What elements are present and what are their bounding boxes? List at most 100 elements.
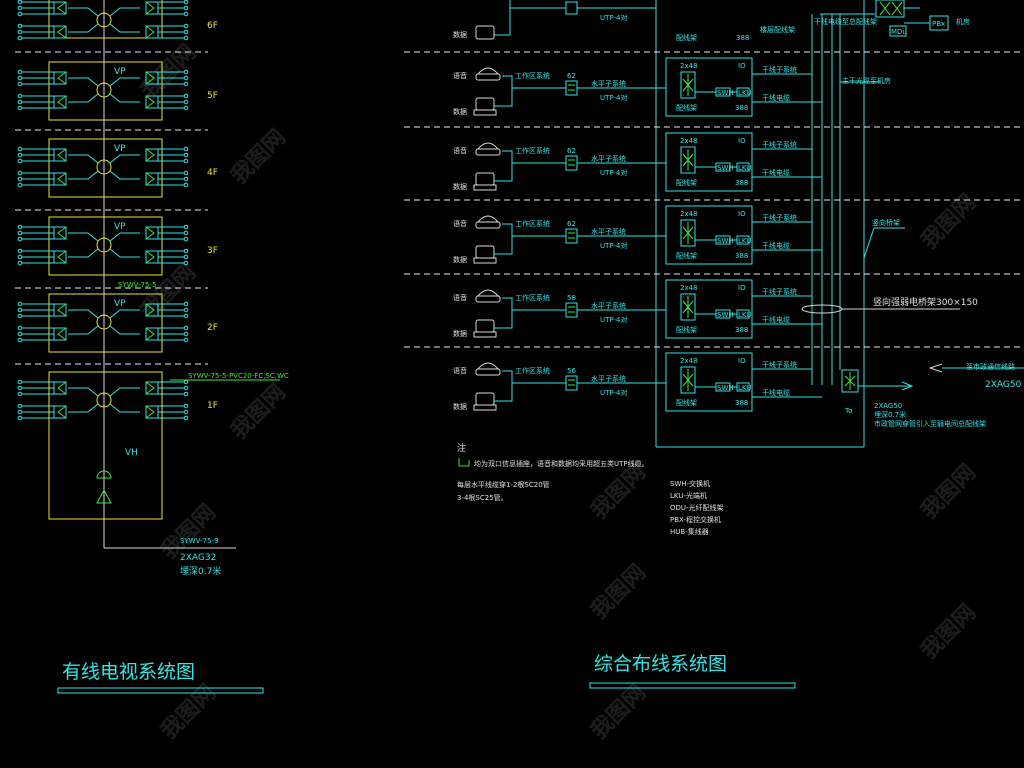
watermark-text: 我图网	[157, 680, 221, 744]
legend-item: SWH-交换机	[670, 479, 710, 488]
incoming-pipe-1: 2XAG32	[180, 553, 216, 563]
horizontal-label: 水平子系统	[591, 301, 626, 310]
panel-2x-label: 2x48	[680, 210, 698, 218]
phone-icon	[476, 215, 500, 223]
amp-box	[48, 293, 163, 353]
hub-label: LKU	[738, 164, 751, 172]
svg-text:数据: 数据	[453, 30, 467, 39]
floor-distributor-box	[665, 279, 753, 339]
floor-label-1f: 1F	[207, 401, 218, 411]
phone-icon	[476, 289, 500, 297]
watermark-text: 我图网	[917, 460, 981, 524]
work-area-label: 工作区系统	[515, 71, 550, 80]
cabling-title-underline	[589, 682, 796, 689]
data-jack-label: 数据	[453, 402, 467, 411]
panel-io-label: IO	[738, 357, 746, 365]
catv-floor-2f: VP 2F	[17, 293, 218, 353]
incoming-pipe: 2XAG50	[985, 380, 1022, 390]
headend-label: VH	[125, 448, 138, 458]
floor-distributor-box	[665, 132, 753, 192]
watermark-text: 我图网	[227, 125, 291, 189]
cable-type-label: UTP-4对	[600, 241, 627, 250]
switch-label: SWH	[717, 311, 734, 319]
top-right-label: 机房	[956, 17, 970, 26]
phone-icon	[476, 67, 500, 75]
splitter-icon	[96, 314, 112, 330]
cable-type-label: UTP-4对	[600, 388, 627, 397]
outlet-count: 62	[567, 72, 576, 80]
incoming-pipe-2: 埋深0.7米	[180, 565, 221, 577]
top-fiber-count: 388	[736, 34, 749, 42]
patch-label: 配线架	[676, 103, 697, 112]
watermark-text: 我图网	[587, 680, 651, 744]
hub-label: LKU	[738, 237, 751, 245]
switch-label: SWH	[717, 384, 734, 392]
legend-item: ODU-光纤配线架	[670, 503, 724, 512]
top-label: 干线电缆至总配线架	[814, 17, 877, 26]
computer-icon	[475, 172, 495, 186]
outlet-box	[565, 228, 578, 244]
note-2: 每层水平线缆穿1-2根SC20管	[457, 480, 550, 489]
main-distribution-frame	[841, 369, 859, 393]
patch-label: 配线架	[676, 178, 697, 187]
incoming-cable-note: SYWV-75-9	[180, 537, 218, 545]
telecom-label: 至市政通信线路	[966, 362, 1015, 371]
fiber-count: 388	[735, 326, 748, 334]
notes-head: 注	[457, 442, 466, 454]
watermark-text: 我图网	[587, 560, 651, 624]
patch-panel-icon	[680, 146, 696, 174]
switch-label: SWH	[717, 164, 734, 172]
cable-type-label: UTP-4对	[600, 93, 627, 102]
horizontal-label: 水平子系统	[591, 79, 626, 88]
amp-box	[48, 61, 163, 121]
amp-label: VP	[114, 299, 126, 309]
legend-item: HUB-集线器	[670, 527, 709, 536]
note-1: 均为双口信息插座，语音和数据均采用超五类UTP线缆。	[474, 459, 649, 468]
amp-label: VP	[114, 144, 126, 154]
catv-title-underline	[57, 687, 264, 694]
watermark-text: 我图网	[917, 600, 981, 664]
panel-2x-label: 2x48	[680, 137, 698, 145]
phone-jack-label: 语音	[453, 146, 467, 155]
outlet-box	[565, 302, 578, 318]
panel-2x-label: 2x48	[680, 357, 698, 365]
amplifier-icon	[96, 488, 112, 504]
work-area-label: 工作区系统	[515, 293, 550, 302]
horizontal-label: 水平子系统	[591, 374, 626, 383]
splitter-icon	[96, 392, 112, 408]
floor-label-4f: 4F	[207, 168, 218, 178]
panel-io-label: IO	[738, 137, 746, 145]
floor-distributor-box	[665, 57, 753, 117]
floor-label-2f: 2F	[207, 323, 218, 333]
backbone-label: 干线子系统	[762, 213, 797, 222]
panel-io-label: IO	[738, 210, 746, 218]
catv-floor-1f: 1F	[17, 379, 218, 421]
panel-io-label: IO	[738, 62, 746, 70]
incoming-note-2: 埋深0.7米	[874, 410, 906, 419]
data-jack-label: 数据	[453, 182, 467, 191]
panel-2x-label: 2x48	[680, 62, 698, 70]
amp-box	[48, 138, 163, 198]
floor-distributor-box	[665, 205, 753, 265]
antenna-amp-icon	[96, 470, 112, 479]
fiber-count: 388	[735, 104, 748, 112]
tray-label: 竖向强弱电桥架300×150	[873, 296, 978, 308]
horizontal-label: 水平子系统	[591, 227, 626, 236]
splitter-icon	[96, 82, 112, 98]
splitter-icon	[96, 237, 112, 253]
outlet-count: 62	[567, 220, 576, 228]
top-cable-type: UTP-4对	[600, 13, 627, 22]
top-label-2: 主干光缆至机房	[842, 76, 891, 85]
headend-box	[48, 371, 163, 520]
outlet-box	[565, 375, 578, 391]
outlet-box	[565, 155, 578, 171]
branch-note-1f: SYWV-75-5-PVC20-FC,SC,WC	[188, 372, 289, 380]
